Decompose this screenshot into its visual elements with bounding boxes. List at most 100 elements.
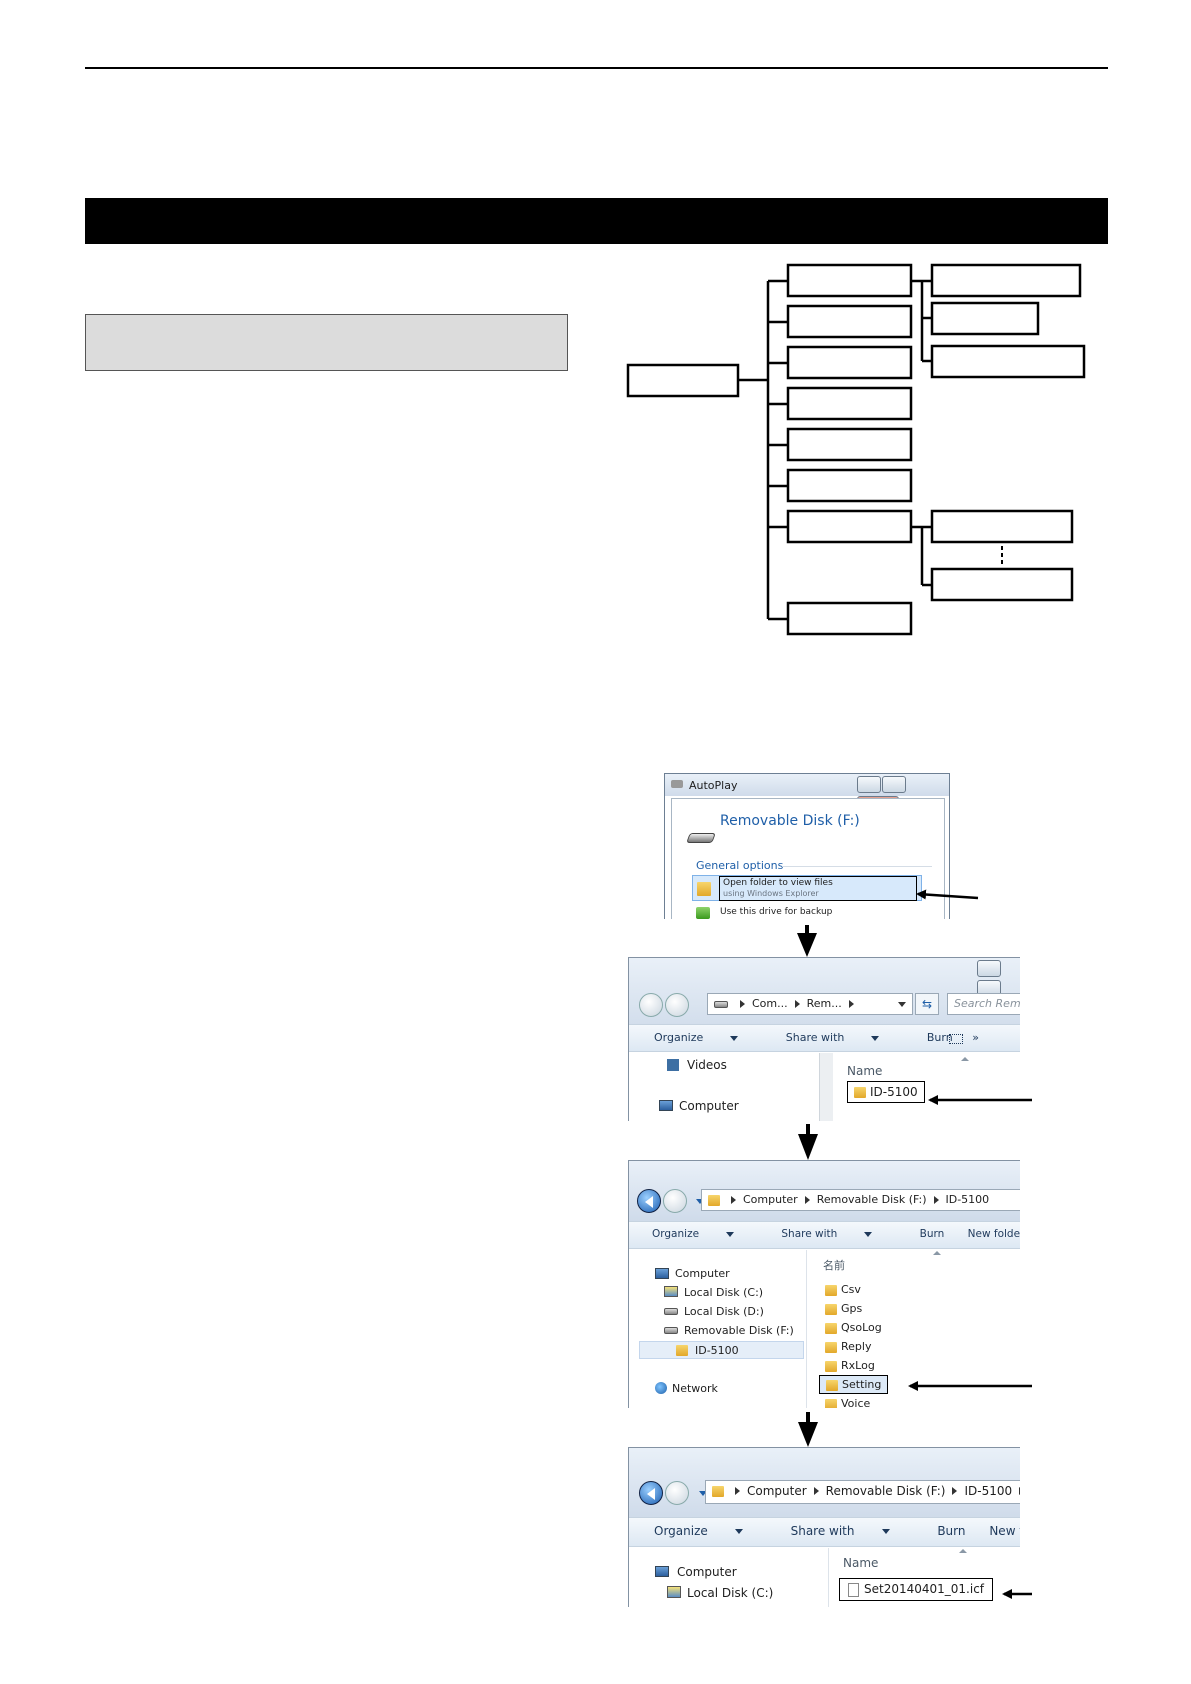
network-icon bbox=[655, 1382, 667, 1394]
view-options-icon[interactable] bbox=[949, 1034, 963, 1044]
command-bar: Organize Share with Burn New folder bbox=[629, 1221, 1020, 1249]
share-with-button[interactable]: Share with bbox=[791, 1524, 912, 1538]
folder-icon bbox=[825, 1322, 837, 1334]
breadcrumb-id-5100[interactable]: ID-5100 bbox=[964, 1484, 1013, 1498]
sort-indicator-icon bbox=[961, 1057, 969, 1061]
organize-button[interactable]: Organize bbox=[652, 1228, 756, 1240]
column-header-name[interactable]: 名前 bbox=[823, 1259, 845, 1272]
breadcrumb-computer[interactable]: Computer bbox=[743, 1193, 798, 1206]
address-bar[interactable]: Com... Rem... bbox=[707, 993, 913, 1015]
burn-button[interactable]: Burn bbox=[937, 1524, 966, 1538]
list-item[interactable]: Gps bbox=[825, 1302, 862, 1315]
open-folder-title: Open folder to view files bbox=[723, 878, 833, 888]
column-header-name[interactable]: Name bbox=[847, 1064, 883, 1078]
autoplay-icon bbox=[671, 780, 683, 788]
nav-item-computer[interactable]: Computer bbox=[679, 1099, 739, 1113]
local-disk-icon bbox=[664, 1286, 678, 1297]
open-folder-subtitle: using Windows Explorer bbox=[723, 889, 819, 898]
breadcrumb-computer[interactable]: Computer bbox=[747, 1484, 807, 1498]
back-button[interactable] bbox=[637, 1189, 661, 1213]
tree-grandchild-box-2 bbox=[930, 301, 1040, 336]
breadcrumb-removable-disk[interactable]: Removable Disk (F:) bbox=[825, 1484, 946, 1498]
nav-item-network[interactable]: Network bbox=[672, 1382, 718, 1395]
nav-item-videos[interactable]: Videos bbox=[687, 1058, 727, 1072]
refresh-button[interactable]: ⇆ bbox=[915, 993, 939, 1015]
share-with-button[interactable]: Share with bbox=[786, 1031, 902, 1044]
tree-grandchild-box-1 bbox=[930, 263, 1082, 298]
new-folder-button[interactable]: New folder bbox=[967, 1228, 1020, 1240]
folder-icon bbox=[826, 1379, 838, 1391]
list-item[interactable]: Csv bbox=[825, 1283, 861, 1296]
folder-id-5100[interactable]: ID-5100 bbox=[847, 1081, 925, 1103]
command-bar: Organize Share with Burn New folder bbox=[629, 1517, 1020, 1547]
section-title-bar bbox=[85, 198, 1108, 244]
step-arrow-2-head bbox=[798, 1134, 818, 1160]
file-settings-icf[interactable]: Set20140401_01.icf bbox=[839, 1578, 994, 1601]
back-button[interactable] bbox=[639, 1481, 663, 1505]
step-arrow-2-shaft bbox=[806, 1124, 810, 1138]
scrollbar[interactable] bbox=[819, 1053, 833, 1121]
nav-item-local-disk-d[interactable]: Local Disk (D:) bbox=[684, 1305, 764, 1318]
forward-button[interactable] bbox=[663, 1189, 687, 1213]
computer-icon bbox=[655, 1268, 669, 1279]
drive-icon bbox=[714, 1000, 728, 1008]
address-bar[interactable]: Computer Removable Disk (F:) ID-5100 bbox=[701, 1189, 1020, 1211]
back-button[interactable] bbox=[639, 993, 663, 1017]
open-folder-option[interactable]: Open folder to view files using Windows … bbox=[692, 875, 922, 901]
nav-item-local-disk-c[interactable]: Local Disk (C:) bbox=[684, 1286, 764, 1299]
nav-item-id-5100-selected[interactable]: ID-5100 bbox=[639, 1341, 804, 1359]
new-folder-button[interactable]: New folder bbox=[989, 1524, 1020, 1538]
forward-button[interactable] bbox=[665, 1481, 689, 1505]
column-header-name[interactable]: Name bbox=[843, 1556, 879, 1570]
recent-pages-icon[interactable] bbox=[699, 1491, 707, 1496]
file-icon bbox=[848, 1582, 859, 1597]
folder-icon bbox=[825, 1398, 837, 1408]
breadcrumb-computer[interactable]: Com... bbox=[752, 997, 788, 1010]
minimize-button[interactable] bbox=[977, 960, 1001, 977]
folder-tree-svg bbox=[626, 263, 1086, 636]
breadcrumb-removable-disk[interactable]: Removable Disk (F:) bbox=[816, 1193, 927, 1206]
nav-item-computer[interactable]: Computer bbox=[677, 1565, 737, 1579]
nav-item-removable-disk[interactable]: Removable Disk (F:) bbox=[684, 1324, 794, 1337]
backup-icon bbox=[696, 907, 710, 919]
organize-button[interactable]: Organize bbox=[654, 1031, 760, 1044]
forward-button[interactable] bbox=[665, 993, 689, 1017]
options-divider bbox=[782, 866, 932, 867]
step-arrow-1-shaft bbox=[805, 925, 809, 935]
nav-item-computer[interactable]: Computer bbox=[675, 1267, 730, 1280]
tree-grandchild-box-3 bbox=[930, 344, 1086, 379]
organize-button[interactable]: Organize bbox=[654, 1524, 765, 1538]
address-bar[interactable]: Computer Removable Disk (F:) ID-5100 bbox=[705, 1480, 1020, 1504]
computer-icon bbox=[659, 1100, 673, 1111]
removable-disk-icon bbox=[664, 1327, 678, 1334]
nav-item-local-disk-c[interactable]: Local Disk (C:) bbox=[687, 1586, 774, 1600]
burn-button[interactable]: Burn bbox=[926, 1031, 953, 1044]
list-item[interactable]: RxLog bbox=[825, 1359, 875, 1372]
list-item[interactable]: Reply bbox=[825, 1340, 871, 1353]
device-name: Removable Disk (F:) bbox=[720, 813, 860, 829]
note-box bbox=[85, 314, 568, 371]
share-with-button[interactable]: Share with bbox=[781, 1228, 894, 1240]
folder-setting[interactable]: Setting bbox=[819, 1375, 889, 1394]
maximize-button[interactable] bbox=[882, 776, 906, 793]
list-item[interactable]: QsoLog bbox=[825, 1321, 882, 1334]
minimize-button[interactable] bbox=[857, 776, 881, 793]
folder-icon bbox=[708, 1194, 720, 1206]
folder-icon bbox=[854, 1087, 866, 1098]
sort-indicator-icon bbox=[959, 1549, 967, 1553]
command-bar: Organize Share with Burn » bbox=[629, 1024, 1020, 1052]
breadcrumb-removable[interactable]: Rem... bbox=[806, 997, 842, 1010]
list-item[interactable]: Voice bbox=[825, 1397, 870, 1408]
step-arrow-3-shaft bbox=[806, 1412, 810, 1426]
search-input[interactable]: Search Remo bbox=[947, 993, 1020, 1015]
breadcrumb-id-5100[interactable]: ID-5100 bbox=[945, 1193, 990, 1206]
folder-icon bbox=[825, 1284, 837, 1296]
step-arrow-1-head bbox=[797, 933, 817, 957]
burn-button[interactable]: Burn bbox=[919, 1228, 945, 1240]
backup-option[interactable]: Use this drive for backup bbox=[720, 907, 833, 917]
more-commands-button[interactable]: » bbox=[972, 1031, 979, 1044]
recent-pages-icon[interactable] bbox=[696, 1199, 704, 1204]
address-dropdown-icon[interactable] bbox=[898, 1002, 906, 1007]
content-pane: Name Set20140401_01.icf bbox=[831, 1548, 1020, 1607]
